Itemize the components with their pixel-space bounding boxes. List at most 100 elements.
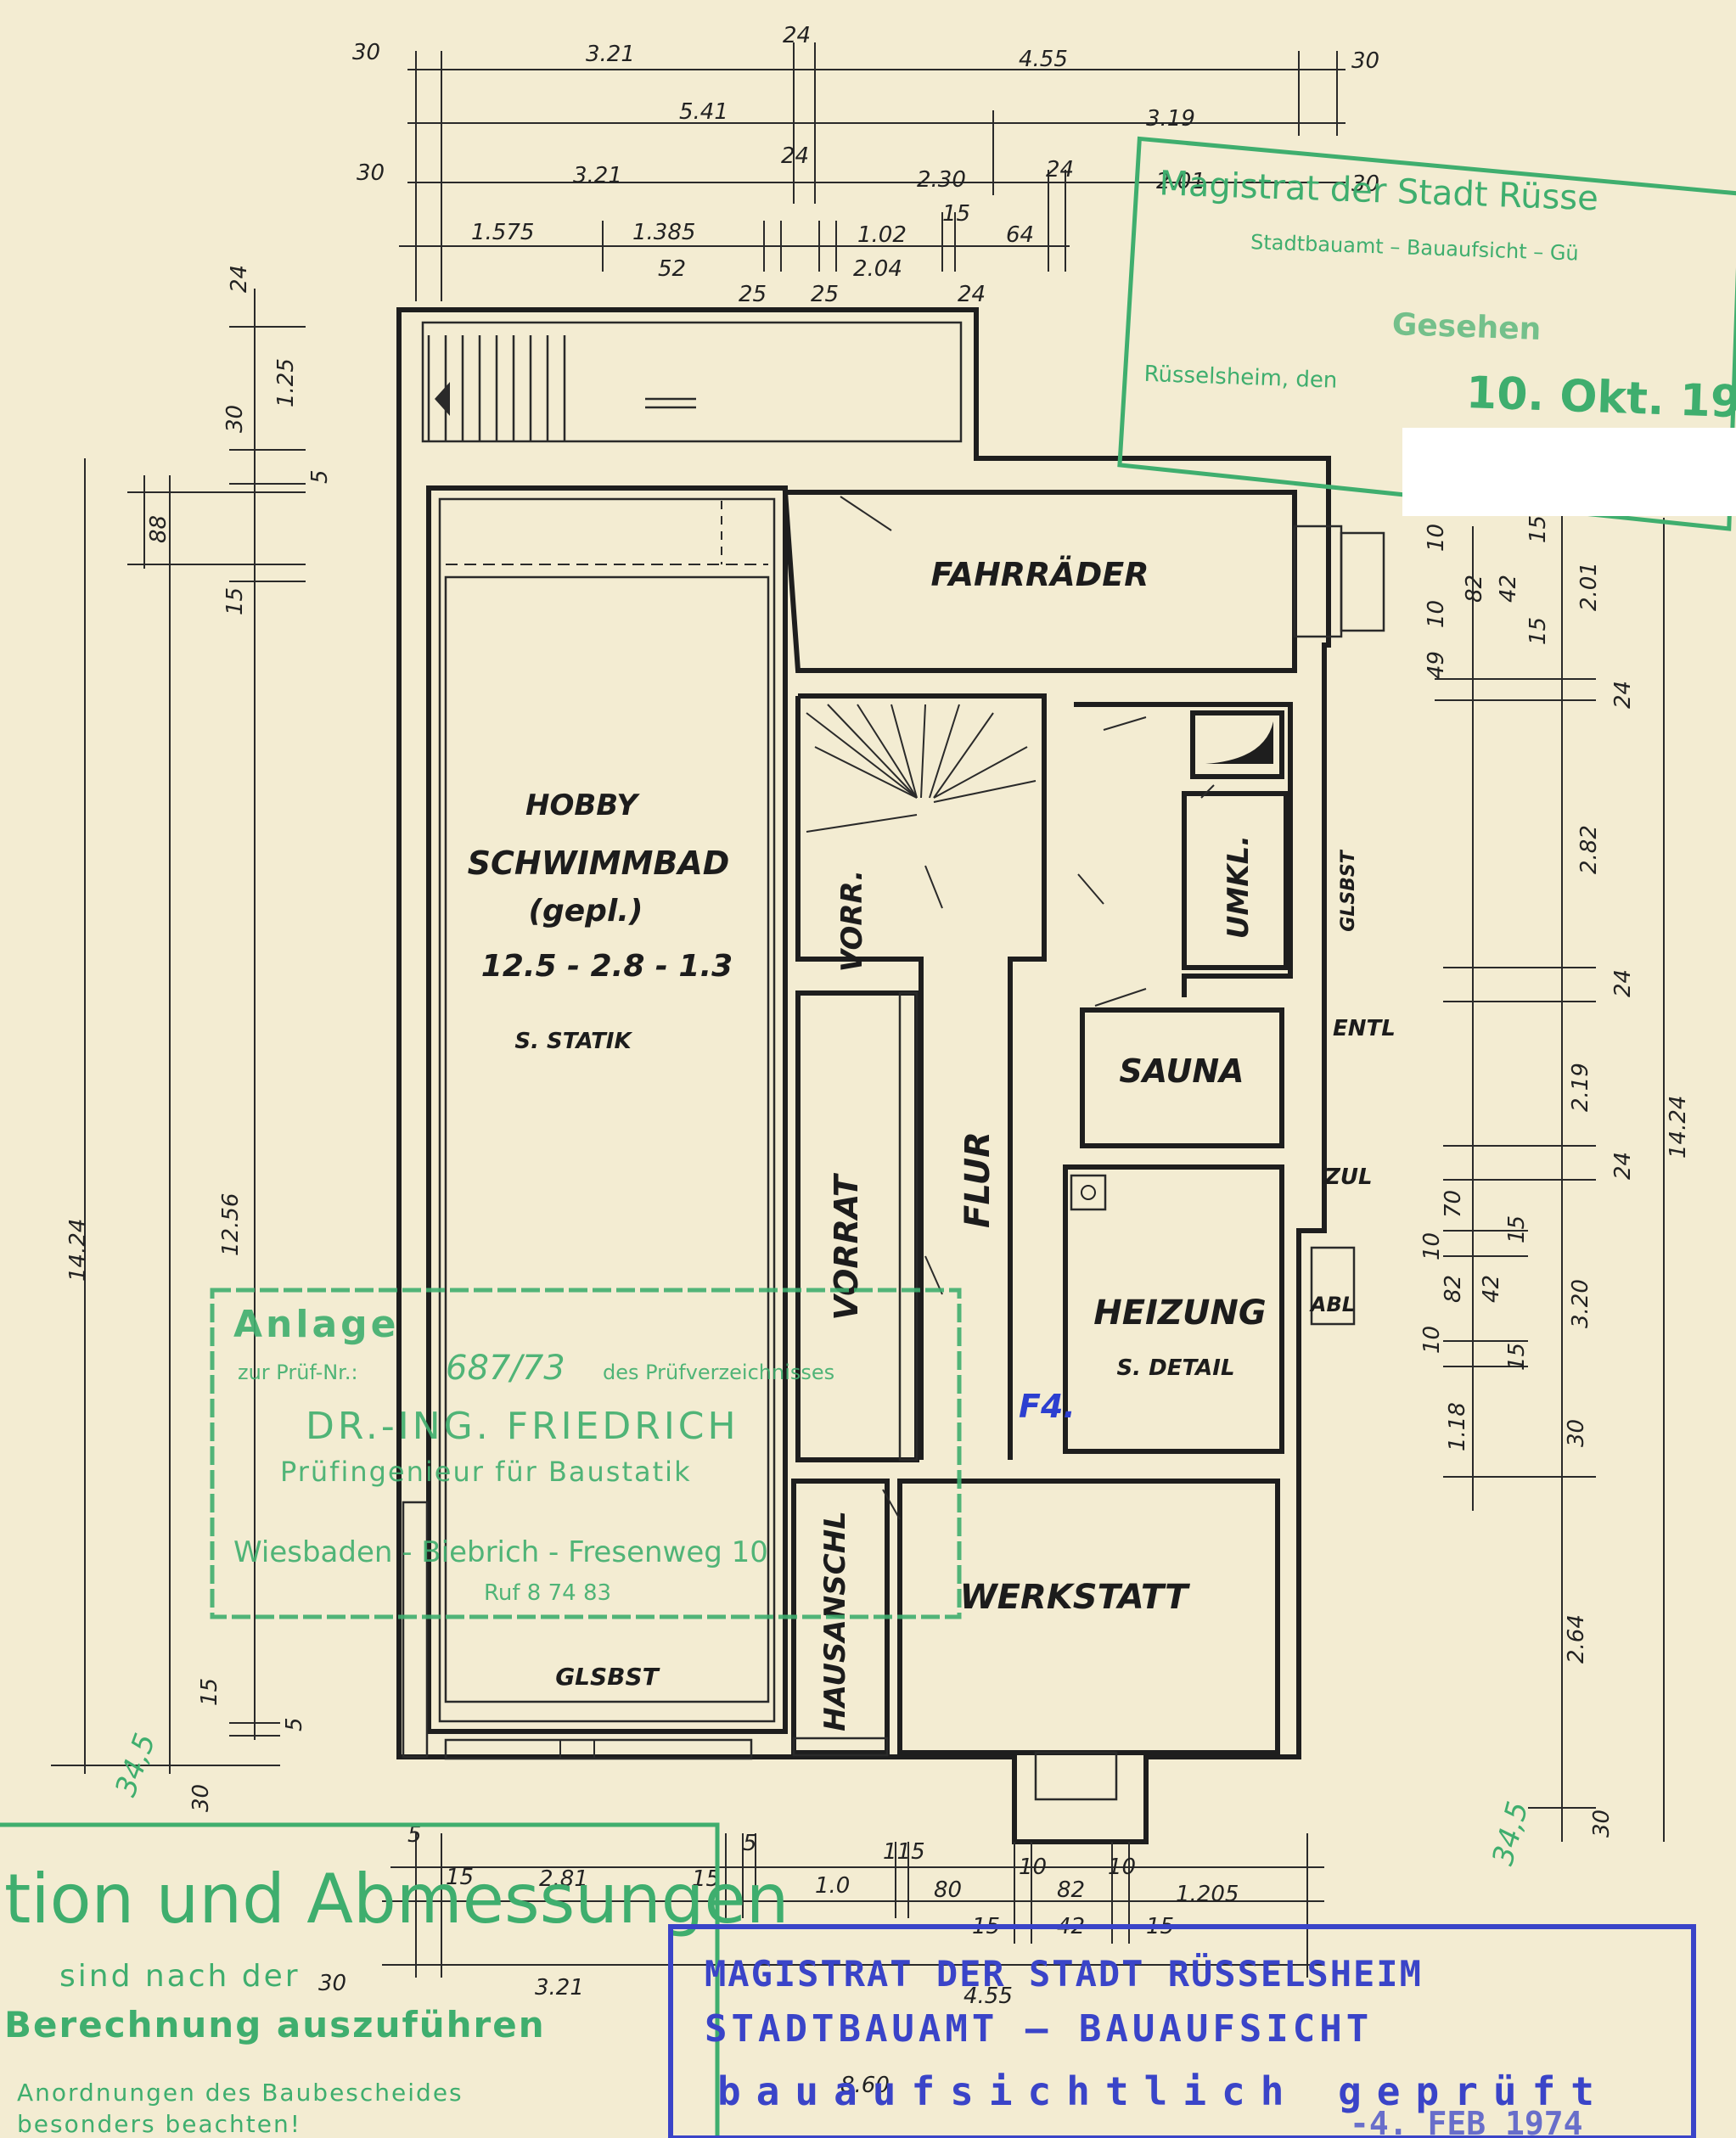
dim-bottom-5-a: 8.60 [840, 2073, 890, 2098]
dim-top-4-a: 1.575 [471, 220, 534, 245]
dim-bottom-1-b: 5 [743, 1831, 757, 1856]
dim-right-o: 70 [1441, 1190, 1466, 1218]
dim-right-z: 30 [1589, 1810, 1615, 1838]
dim-bottom-2-a: 15 [446, 1865, 474, 1890]
dim-top-3-d: 2.30 [917, 167, 966, 193]
dim-right-w: 1.18 [1445, 1402, 1470, 1451]
dim-right-v: 15 [1504, 1343, 1530, 1371]
dim-top-1-b: 3.21 [586, 42, 635, 67]
room-werkstatt: WERKSTATT [960, 1578, 1191, 1617]
dim-top-3-f: 2.01 [1156, 169, 1205, 194]
dim-right-y: 2.64 [1564, 1614, 1589, 1664]
dim-left-a: 24 [227, 265, 252, 293]
stamp-structural-engineer: Anlage zur Prüf-Nr.: 687/73 des Prüfverz… [210, 1288, 962, 1619]
dim-top-1-c: 24 [783, 23, 811, 48]
dim-top-4-c: 1.02 [857, 222, 907, 248]
room-sauna: SAUNA [1119, 1052, 1244, 1090]
room-flur: FLUR [958, 1131, 997, 1228]
dim-left-h: 14.24 [65, 1219, 91, 1282]
dim-right-s: 42 [1479, 1275, 1504, 1303]
stamp-blue-line1: MAGISTRAT DER STADT RÜSSELSHEIM [705, 1952, 1423, 1995]
stamp-bottom-left-line1: tion und Abmessungen [4, 1860, 789, 1939]
stamp-mid-line1: Anlage [233, 1303, 400, 1346]
dim-right-k: 24 [1610, 969, 1636, 997]
dim-right-q: 15 [1504, 1215, 1530, 1243]
stamp-mid-line2: zur Prüf-Nr.: [238, 1361, 358, 1384]
dim-top-2-b: 3.19 [1146, 106, 1195, 132]
dim-right-d: 42 [1496, 575, 1521, 603]
stamp-top-line2: Stadtbauamt – Bauaufsicht – Gü [1250, 230, 1579, 265]
dim-left-e: 88 [146, 515, 171, 543]
dim-top-4-d: 64 [1006, 222, 1034, 248]
pool-label-1: HOBBY [525, 788, 640, 822]
pool-label-3: (gepl.) [529, 894, 643, 929]
dim-left-c: 30 [222, 405, 248, 433]
dim-right-p: 10 [1419, 1232, 1445, 1260]
room-labels: FAHRRÄDER HOBBY SCHWIMMBAD (gepl.) 12.5 … [468, 556, 1396, 1731]
dim-top-3-h: 15 [942, 201, 970, 227]
stair-arrow-icon [435, 382, 450, 416]
stamp-mid-line6: Ruf 8 74 83 [484, 1580, 611, 1606]
dim-right-t: 3.20 [1568, 1279, 1593, 1328]
stamp-conditions-note: tion und Abmessungen sind nach der Berec… [0, 1822, 789, 2138]
stamp-mid-line2b: des Prüfverzeichnisses [603, 1361, 834, 1384]
dim-bottom-1-e: 10 [1108, 1855, 1136, 1880]
stamp-bottom-left-line3: Berechnung auszuführen [4, 2004, 546, 2045]
dim-top-3-c: 24 [781, 143, 809, 169]
stamp-building-inspection: MAGISTRAT DER STADT RÜSSELSHEIM STADTBAU… [668, 1924, 1696, 2138]
room-fahrraeder: FAHRRÄDER [931, 556, 1149, 593]
dim-top-4-e: 52 [658, 256, 686, 282]
stamp-bottom-left-line2: sind nach der [59, 1959, 301, 1994]
stamp-bottom-left-line5: besonders beachten! [17, 2110, 301, 2138]
dim-right-i: 24 [1610, 681, 1636, 709]
pool-note: S. STATIK [514, 1029, 632, 1054]
dim-top-4-f: 2.04 [853, 256, 902, 282]
right-dimension-chains: 10 15 82 42 2.01 10 15 49 24 2.82 24 2.1… [1419, 467, 1691, 1869]
stamp-top-line4: Rüsselsheim, den [1143, 362, 1338, 394]
dim-top-3-g: 30 [1351, 171, 1379, 197]
dim-left-f: 15 [222, 587, 248, 615]
dim-bottom-2-g: 1.205 [1176, 1882, 1239, 1907]
dim-right-b: 15 [1525, 515, 1551, 543]
bottom-dimension-chains: 5 5 115 10 10 15 2.81 15 1.0 80 82 1.205… [318, 1822, 1324, 2098]
label-abl: ABL [1309, 1293, 1355, 1316]
dim-left-j: 5 [282, 1717, 307, 1731]
dim-right-f: 10 [1424, 600, 1449, 628]
dim-top-3-e: 24 [1046, 157, 1074, 182]
dim-bottom-2-d: 1.0 [815, 1873, 850, 1899]
stamp-blue-line2: STADTBAUAMT – BAUAUFSICHT [705, 2007, 1373, 2051]
dim-bottom-2-f: 82 [1057, 1877, 1085, 1903]
dim-right-g: 15 [1525, 617, 1551, 645]
building-walls [396, 307, 1385, 1844]
dim-top-1-d: 4.55 [1019, 47, 1068, 72]
dim-top-4-g: 25 [739, 282, 767, 307]
dim-left-k: 30 [188, 1784, 214, 1812]
room-umkl: UMKL. [1222, 835, 1256, 939]
room-vorr: VORR. [835, 870, 869, 973]
stamp-mid-line3: DR.-ING. FRIEDRICH [306, 1405, 739, 1448]
heizung-note: S. DETAIL [1116, 1355, 1234, 1381]
dim-top-4-b: 1.385 [632, 220, 695, 245]
room-hausanschl: HAUSANSCHL [818, 1511, 852, 1731]
stamp-bottom-left-line4: Anordnungen des Baubescheides [17, 2079, 463, 2107]
dim-right-r: 82 [1441, 1275, 1466, 1303]
dim-right-c: 82 [1462, 575, 1487, 603]
dim-top-2-a: 5.41 [679, 99, 728, 125]
dim-right-e: 2.01 [1576, 562, 1602, 611]
dim-bottom-4-b: 3.21 [535, 1975, 584, 2001]
dim-bottom-2-b: 2.81 [539, 1866, 588, 1892]
dim-top-1-a: 30 [352, 40, 380, 65]
dim-bottom-1-d: 10 [1019, 1855, 1047, 1880]
dim-left-i: 15 [197, 1678, 222, 1706]
dim-right-u: 10 [1419, 1326, 1445, 1354]
dim-right-n: 14.24 [1666, 1096, 1691, 1159]
label-entl: ENTL [1333, 1016, 1396, 1041]
stamp-mid-line5: Wiesbaden - Biebrich - Fresenweg 10 [233, 1535, 768, 1569]
label-zul: ZUL [1323, 1164, 1373, 1190]
dim-bottom-4-a: 30 [318, 1971, 346, 1996]
pool-label-2: SCHWIMMBAD [468, 845, 730, 882]
stamp-top-line3: Gesehen [1391, 307, 1542, 347]
dim-left-b: 1.25 [273, 358, 299, 407]
label-glsbst-side: GLSBST [1338, 849, 1359, 932]
